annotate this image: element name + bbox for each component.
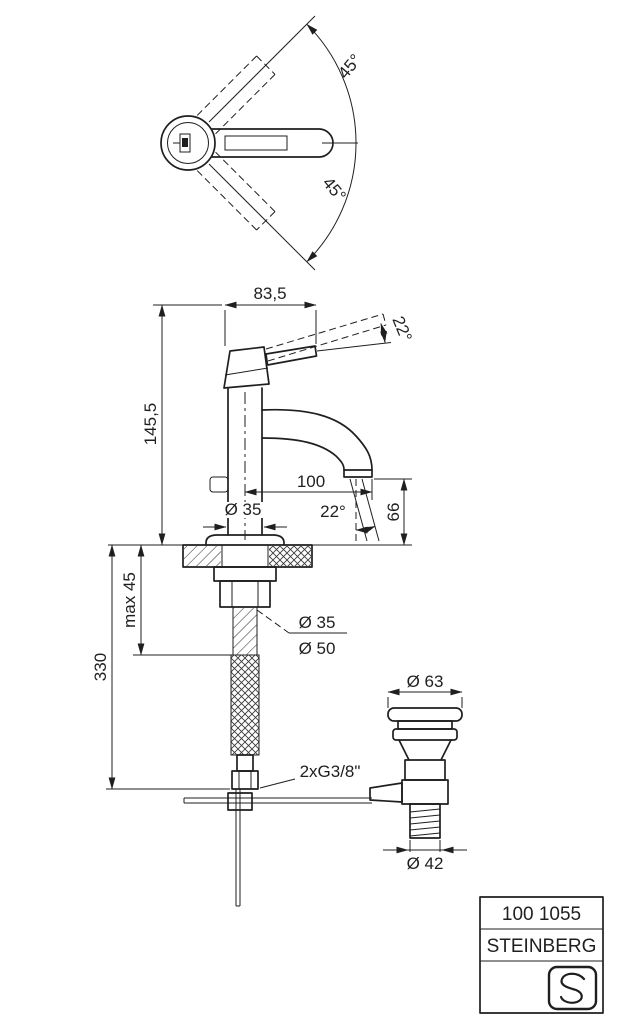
hose-connection-nut [231, 770, 259, 790]
dim-drain-bottom-label: Ø 42 [407, 854, 444, 873]
drain-body [404, 759, 446, 781]
front-view-faucet: 22° 83,5 145,5 22° 100 [141, 284, 416, 546]
leader-line [256, 609, 290, 634]
dim-total-height-label: 145,5 [141, 403, 160, 446]
mixer-head-parting-line [224, 367, 269, 376]
flex-hose-braid [231, 655, 259, 755]
dim-lever-angle-label: 22° [388, 313, 415, 344]
dim-hose-length-label: 330 [91, 653, 110, 681]
dim-outlet-height-label: 66 [384, 503, 403, 522]
drain-flange [392, 728, 458, 741]
drain-plug-cap [387, 707, 463, 722]
pop-up-knob [209, 476, 229, 493]
dim-hole-diameter-label: Ø 50 [299, 639, 336, 658]
threaded-shank-hatch [233, 607, 257, 655]
dim-max-mounting-label: max 45 [120, 572, 139, 628]
swivel-boundary-lower [208, 163, 316, 271]
swivel-arc [306, 23, 357, 263]
dim-shank-diameter-label: Ø 35 [299, 613, 336, 632]
mounting-nut [219, 580, 271, 608]
countertop-hatch-left [184, 546, 221, 566]
cartridge-glyph [173, 133, 191, 153]
title-block-border [479, 896, 604, 1014]
spout-top-curve [261, 408, 373, 471]
drain-assembly: Ø 63 Ø 42 [369, 672, 467, 873]
dim-lever-length-label: 83,5 [253, 284, 286, 303]
swivel-boundary-upper [208, 15, 316, 123]
tailpipe-threads [409, 808, 441, 837]
linkage-clamp [227, 792, 253, 811]
drain-lever-housing [401, 779, 449, 805]
lever-angle-arc [380, 323, 388, 344]
dim-body-diameter-label: Ø 35 [225, 500, 262, 519]
title-block: 100 1055 STEINBERG [479, 896, 604, 1014]
label-mask [291, 474, 331, 490]
lever-handle-plan [211, 128, 334, 158]
lever-raised-position [265, 313, 387, 362]
leader-line [259, 778, 296, 789]
label-mask [220, 502, 267, 518]
faucet-body-top [160, 115, 216, 171]
countertop-and-mounting: Ø 35 Ø 50 max 45 330 2xG3/8" [91, 544, 412, 907]
faucet-body-top-inner [167, 122, 209, 164]
dim-swivel-upper-label: 45° [334, 51, 365, 83]
drain-neck [397, 720, 453, 730]
brand-logo-icon [547, 965, 598, 1011]
dim-connection-thread-label: 2xG3/8" [300, 762, 361, 781]
mixer-head [223, 346, 270, 389]
drain-ball-joint [369, 782, 403, 803]
spout-bottom-curve [261, 437, 345, 471]
mounting-washer [213, 566, 277, 582]
dim-swivel-lower-label: 45° [319, 174, 350, 206]
dim-drain-top-label: Ø 63 [407, 672, 444, 691]
dim-stream-angle-label: 22° [320, 502, 346, 521]
drain-taper [398, 739, 452, 761]
hose-tube-end [236, 754, 254, 772]
stream-angle-arc [355, 525, 376, 534]
lever-handle-side [265, 345, 318, 366]
lever-handle-plan-inner [224, 135, 288, 151]
dim-spout-reach-label: 100 [297, 472, 325, 491]
article-number: 100 1055 [502, 904, 581, 925]
top-view-swivel-diagram: 45° 45° [160, 15, 365, 271]
brand-name: STEINBERG [487, 936, 597, 957]
aerator [343, 469, 373, 478]
countertop-hatch-right [269, 546, 311, 566]
lever-axis-extension [316, 342, 392, 352]
